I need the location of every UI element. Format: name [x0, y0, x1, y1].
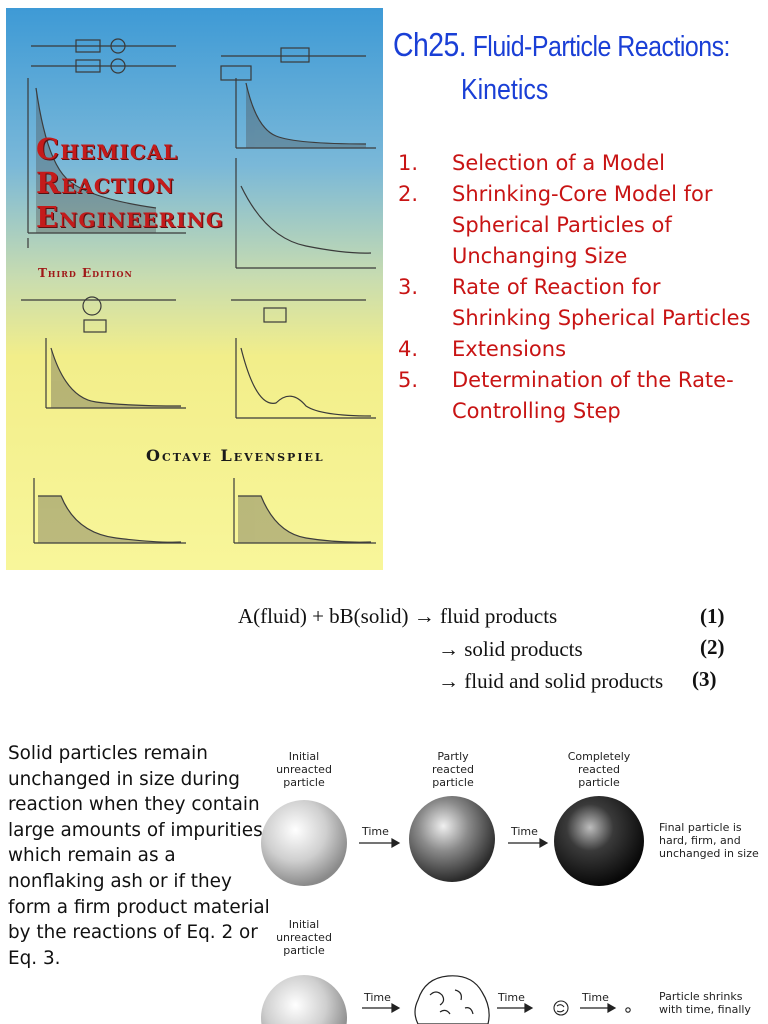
partly-reacted-label: Partly reacted particle: [432, 750, 474, 789]
small-particle: [553, 1000, 631, 1016]
chapter-outline: 1. Selection of a Model 2. Shrinking-Core …: [398, 148, 766, 427]
outline-text: Rate of Reaction for Shrinking Spherical…: [452, 275, 751, 330]
cover-title-line1: Chemical: [36, 132, 179, 166]
cover-sketch-graphs: [21, 38, 376, 544]
outline-text: Selection of a Model: [452, 151, 665, 175]
outline-number: 2.: [398, 182, 419, 206]
cover-edition: Third Edition: [38, 266, 133, 280]
outline-item: 4. Extensions: [398, 334, 766, 365]
chapter-title: Fluid-Particle Reactions:: [472, 31, 731, 63]
equation-2: → solid products: [438, 637, 583, 661]
final-particle-note: Final particle is hard, firm, and unchan…: [659, 821, 759, 860]
initial-particle-label: Initial unreacted particle: [276, 750, 332, 789]
cover-author: Octave Levenspiel: [146, 446, 325, 465]
equation-1-number: (1): [700, 604, 725, 628]
body-paragraph: Solid particles remain unchanged in size…: [8, 743, 270, 969]
time-arrow-label: Time: [362, 825, 389, 838]
completely-reacted-label: Completely reacted particle: [567, 750, 631, 789]
book-cover: Chemical Reaction Engineering Third Edit…: [6, 8, 383, 570]
initial-particle-label-2: Initial unreacted particle: [276, 918, 332, 957]
initial-particle-2: [261, 975, 347, 1024]
cover-title-line3: Engineering: [36, 200, 224, 234]
equation-1: A(fluid) + bB(solid) → fluid products: [238, 604, 558, 628]
equation-3-number: (3): [692, 667, 717, 691]
outline-number: 4.: [398, 337, 419, 361]
outline-item: 5. Determination of the Rate-Controlling …: [398, 365, 766, 427]
chapter-number: Ch25.: [393, 26, 467, 63]
cover-title-line2: Reaction: [36, 166, 175, 200]
outline-number: 1.: [398, 151, 419, 175]
time-arrow-label: Time: [498, 991, 525, 1004]
outline-item: 1. Selection of a Model: [398, 148, 766, 179]
outline-item: 2. Shrinking-Core Model for Spherical Par…: [398, 179, 766, 272]
initial-particle: [261, 800, 347, 886]
shrinking-particle-note: Particle shrinks with time, finally: [659, 990, 751, 1016]
outline-text: Extensions: [452, 337, 567, 361]
time-arrow-label: Time: [511, 825, 538, 838]
time-arrow-label: Time: [364, 991, 391, 1004]
outline-number: 3.: [398, 275, 419, 299]
completely-reacted-particle: [554, 796, 644, 886]
equation-3: → fluid and solid products: [438, 669, 664, 693]
shrinking-particle: [414, 975, 490, 1024]
outline-text: Shrinking-Core Model for Spherical Parti…: [452, 182, 713, 268]
outline-number: 5.: [398, 368, 419, 392]
page-title: Ch25. Fluid-Particle Reactions:: [393, 26, 730, 64]
time-arrow-label: Time: [582, 991, 609, 1004]
outline-item: 3. Rate of Reaction for Shrinking Spheric…: [398, 272, 766, 334]
outline-text: Determination of the Rate-Controlling St…: [452, 368, 734, 423]
partly-reacted-particle: [409, 796, 495, 882]
equation-2-number: (2): [700, 635, 725, 659]
page-subtitle: Kinetics: [461, 74, 549, 106]
